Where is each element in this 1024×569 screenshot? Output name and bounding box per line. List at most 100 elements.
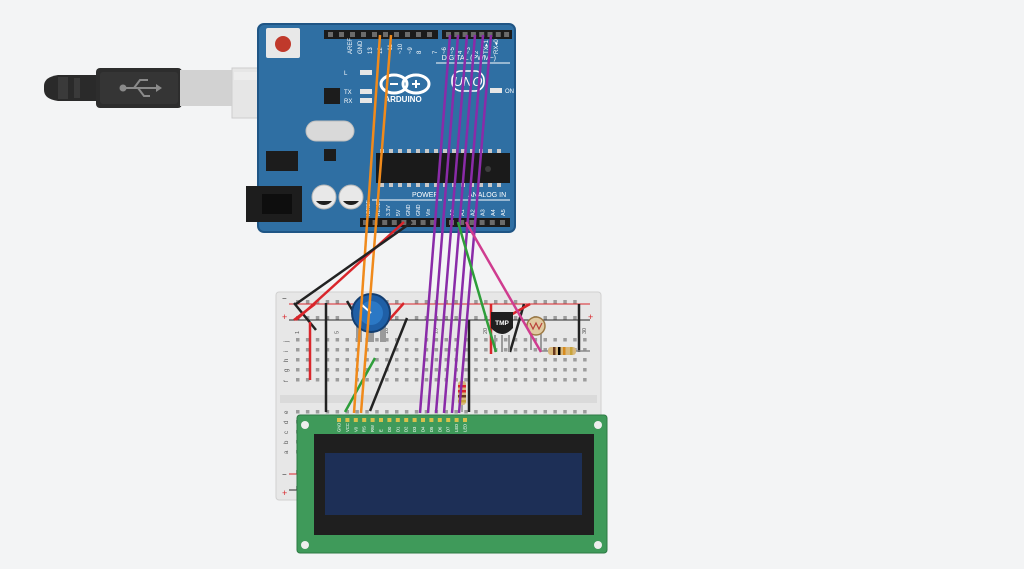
power-pin-label: RESET: [376, 198, 382, 216]
lcd-pin-label: D6: [437, 426, 442, 432]
wire-green-a0[interactable]: [456, 221, 498, 353]
usb-icon: [119, 79, 162, 97]
header-pin[interactable]: [372, 32, 377, 37]
wire-orange-1[interactable]: [352, 34, 382, 414]
header-pin[interactable]: [350, 32, 355, 37]
jumper-black-1[interactable]: [293, 302, 317, 331]
header-pin[interactable]: [382, 220, 388, 225]
lcd-pin[interactable]: [395, 418, 400, 422]
header-pin[interactable]: [427, 32, 432, 37]
wire-magenta-a1[interactable]: [464, 221, 543, 353]
header-pin[interactable]: [383, 32, 388, 37]
analog-pin-label: A1: [460, 209, 466, 216]
lcd-pin[interactable]: [370, 418, 375, 422]
jumper-green-pot[interactable]: [343, 357, 377, 413]
resistor-horizontal[interactable]: [540, 347, 590, 355]
lcd-pin[interactable]: [404, 418, 409, 422]
tmp-label: TMP: [495, 320, 509, 327]
rail-plus-label-right: +: [588, 312, 593, 322]
header-pin[interactable]: [328, 32, 333, 37]
digital-pin-label: 2: [474, 50, 480, 54]
lcd-pin[interactable]: [379, 418, 383, 422]
lcd-pin[interactable]: [421, 418, 425, 422]
lcd-pin-label: D2: [404, 426, 409, 432]
lcd-pin[interactable]: [463, 418, 467, 422]
header-pin[interactable]: [479, 32, 485, 37]
wire-purple-2[interactable]: [426, 34, 460, 414]
row-label: f: [284, 380, 290, 382]
rail-plus-label: +: [282, 312, 287, 322]
header-pin[interactable]: [479, 220, 485, 225]
header-pin[interactable]: [446, 32, 451, 37]
power-pin-label: Vin: [426, 208, 432, 216]
wire-black-gnd[interactable]: [295, 220, 413, 306]
header-pin[interactable]: [394, 32, 399, 37]
header-pin[interactable]: [504, 32, 510, 37]
lcd-pin[interactable]: [437, 418, 442, 422]
jumper-black-3[interactable]: [368, 317, 409, 412]
digital-pin-label: ~3: [466, 46, 472, 54]
header-pin[interactable]: [363, 220, 368, 225]
digital-section-label: DIGITAL (PWM~): [442, 55, 496, 62]
uno-badge: [451, 70, 485, 92]
wire-red-5v[interactable]: [295, 221, 405, 321]
lcd-pin-label: VCC: [345, 423, 350, 432]
lcd-pin-label: D5: [429, 426, 434, 432]
arduino-logo: [379, 73, 431, 95]
lcd-pin[interactable]: [387, 418, 392, 422]
header-pin[interactable]: [469, 220, 475, 225]
wire-purple-1[interactable]: [418, 34, 452, 414]
lcd-pin[interactable]: [412, 418, 417, 422]
lcd-pin[interactable]: [337, 418, 341, 422]
digital-pin-label: RX◂0: [494, 39, 500, 54]
header-pin[interactable]: [339, 32, 344, 37]
header-pin[interactable]: [420, 220, 426, 225]
lcd-pin-label: RW: [370, 425, 375, 432]
jumper-black-tmp[interactable]: [508, 303, 526, 353]
rail-minus-label-bottom: −: [282, 470, 287, 479]
lcd-pin-label: RS: [362, 426, 367, 432]
header-pin[interactable]: [470, 32, 476, 37]
lcd-pin-label: V0: [353, 426, 358, 432]
row-label: h: [284, 359, 290, 362]
wire-purple-6[interactable]: [457, 34, 493, 414]
led-on: [490, 88, 502, 93]
arduino-wires[interactable]: [295, 34, 543, 414]
reset-button[interactable]: [275, 36, 291, 52]
row-label: g: [284, 369, 290, 372]
lcd-pin[interactable]: [353, 418, 358, 422]
header-pin[interactable]: [411, 220, 416, 225]
digital-header-right: [442, 30, 512, 39]
power-pin-label: 5V: [396, 209, 402, 216]
header-pin[interactable]: [430, 220, 436, 225]
lcd-pin[interactable]: [362, 418, 367, 422]
lcd-pin[interactable]: [446, 418, 451, 422]
led-label-l: L: [344, 71, 348, 77]
uno-label: UNO: [454, 74, 483, 89]
row-label: b: [284, 440, 290, 444]
header-pin[interactable]: [405, 32, 410, 37]
lcd-pin[interactable]: [429, 418, 434, 422]
lcd-pin-label: D0: [387, 426, 392, 432]
header-pin[interactable]: [462, 32, 468, 37]
header-pin[interactable]: [391, 220, 397, 225]
wire-purple-3[interactable]: [434, 34, 469, 414]
lcd-pin[interactable]: [345, 418, 350, 422]
led-label-tx: TX: [344, 90, 352, 96]
header-pin[interactable]: [500, 220, 505, 225]
lcd-pin[interactable]: [454, 418, 459, 422]
row-label: a: [284, 450, 290, 454]
wire-orange-2[interactable]: [359, 34, 393, 414]
header-pin[interactable]: [454, 32, 460, 37]
header-pin[interactable]: [489, 220, 495, 225]
header-pin[interactable]: [459, 220, 465, 225]
header-pin[interactable]: [416, 32, 421, 37]
header-pin[interactable]: [487, 32, 493, 37]
header-pin[interactable]: [361, 32, 366, 37]
crystal: [305, 120, 355, 142]
header-pin[interactable]: [495, 32, 501, 37]
digital-pin-label: GND: [358, 40, 364, 54]
